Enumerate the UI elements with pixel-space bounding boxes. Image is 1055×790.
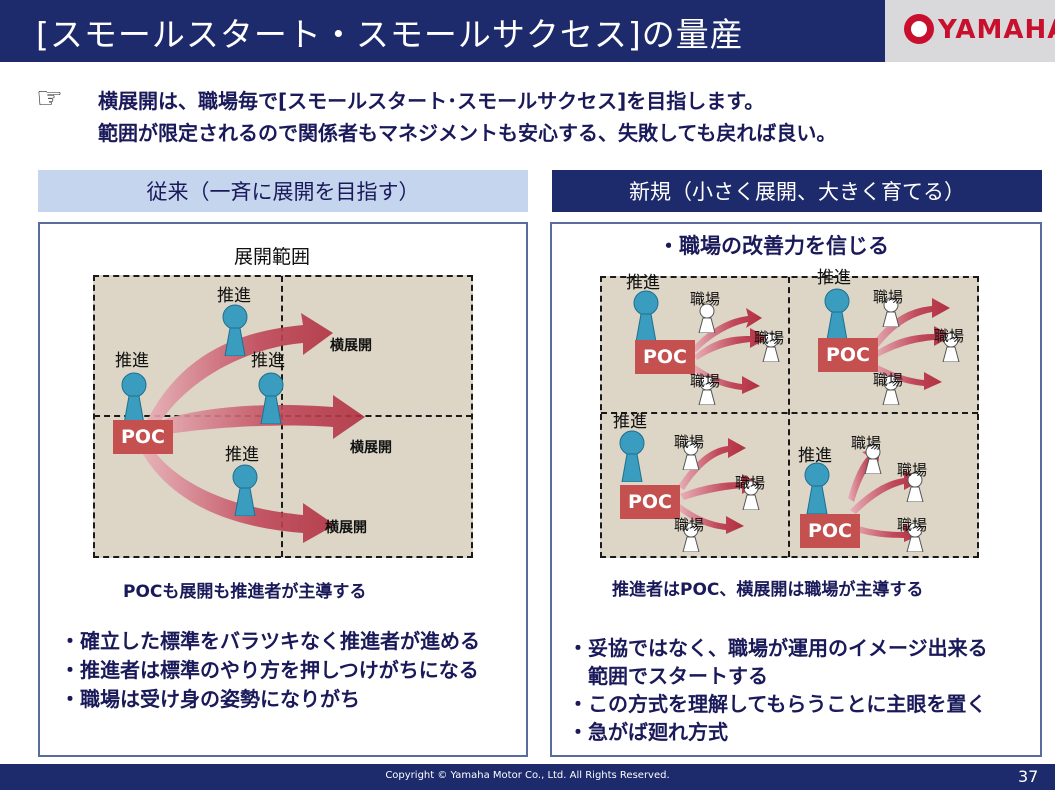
workplace-label: 職場 [674,516,705,534]
new-approach-bullet: ・急がば廻れ方式 [568,720,728,744]
promoter-figure [119,372,149,424]
rollout-arrow-top [145,313,333,430]
conventional-bullet: ・職場は受け身の姿勢になりがち [60,687,360,711]
promoter-label: 推進 [613,412,647,432]
copyright-text: Copyright © Yamaha Motor Co., Ltd. All R… [385,770,670,781]
promoter-figure [631,290,661,342]
promoter-figure [802,462,832,514]
promoter-label: 推進 [626,273,660,293]
promoter-figure [617,430,647,482]
rollout-arrows [141,313,365,543]
conventional-bullet: ・推進者は標準のやり方を押しつけがちになる [60,658,479,682]
poc-box: POC [800,514,860,548]
conventional-panel [38,222,528,757]
new-approach-heading: 新規（小さく展開、大きく育てる） [552,170,1042,212]
trust-workplace-heading: ・職場の改善力を信じる [658,234,889,258]
workplace-label: 職場 [897,461,928,479]
promoter-figure [256,372,286,424]
grid-divider-horizontal [601,412,978,414]
workplace-label: 職場 [690,372,721,390]
new-approach-caption: 推進者はPOC、横展開は職場が主導する [612,580,924,600]
workplace-label: 職場 [851,434,882,452]
promoter-label: 推進 [817,268,851,288]
title-bar [0,0,885,62]
new-approach-bullet: ・この方式を理解してもらうことに主眼を置く [568,692,987,716]
new-approach-panel [550,222,1042,757]
company-logo: YAMAHA [938,15,1055,45]
new-approach-bullet: 範囲でスタートする [568,664,768,688]
workplace-label: 職場 [897,516,928,534]
poc-box: POC [620,485,680,519]
new-approach-bullet: ・妥協ではなく、職場が運用のイメージ出来る [568,636,988,660]
rollout-arrow-bottom [141,443,335,543]
conventional-caption: POCも展開も推進者が主導する [123,582,367,602]
workplace-label: 職場 [690,290,721,308]
promoter-label: 推進 [798,446,832,466]
pointing-hand-icon: ☞ [36,81,63,116]
promoter-label: 推進 [217,286,251,306]
rollout-label: 横展開 [350,440,392,456]
yamaha-tuning-fork-icon [904,14,934,44]
workplace-label: 職場 [735,474,766,492]
promoter-figure [220,304,250,356]
promoter-label: 推進 [225,445,259,465]
workplace-label: 職場 [934,327,965,345]
page-number: 37 [1018,767,1039,786]
poc-box: POC [818,338,878,372]
intro-line-1: 横展開は、職場毎で[スモールスタート･スモールサクセス]を目指します。 [98,89,765,113]
promoter-label: 推進 [251,351,285,371]
rollout-range-label: 展開範囲 [234,246,311,268]
workplace-label: 職場 [674,433,705,451]
rollout-label: 横展開 [325,520,367,536]
promoter-label: 推進 [115,351,149,371]
promoter-figure [822,288,852,340]
workplace-label: 職場 [873,288,904,306]
conventional-bullet: ・確立した標準をバラツキなく推進者が進める [60,629,480,653]
conventional-heading: 従来（一斉に展開を目指す） [38,170,528,212]
rollout-label: 横展開 [330,338,372,354]
workplace-label: 職場 [754,329,785,347]
grid-divider-vertical [788,277,790,557]
footer-bar [0,764,1055,790]
rollout-arrow-middle [148,395,365,439]
poc-box: POC [113,420,173,454]
workplace-label: 職場 [873,371,904,389]
promoter-figure [230,464,260,516]
page-title: [スモールスタート・スモールサクセス]の量産 [36,15,744,54]
poc-box: POC [635,340,695,374]
intro-line-2: 範囲が限定されるので関係者もマネジメントも安心する、失敗しても戻れば良い。 [98,121,837,145]
